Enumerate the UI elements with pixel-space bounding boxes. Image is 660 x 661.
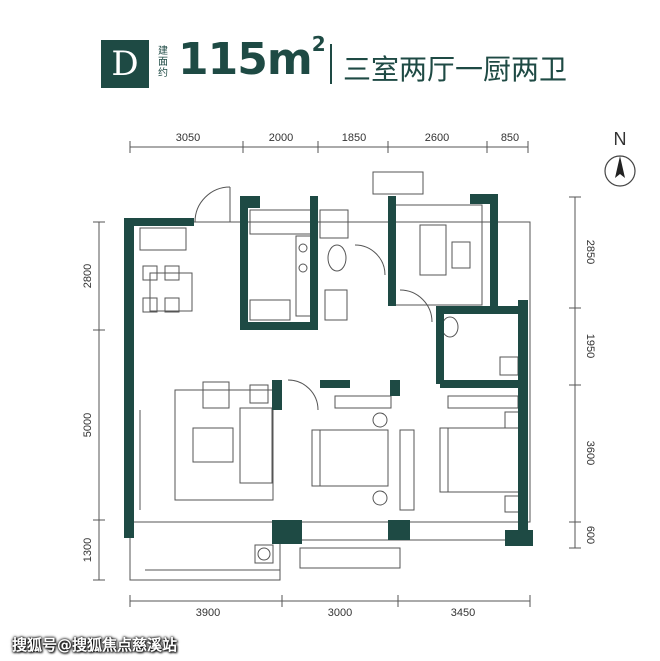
dim-left-3: 1300 [82,538,94,562]
dim-top-3: 1850 [342,132,366,144]
dim-right-4: 600 [584,526,596,544]
dim-top-1: 3050 [176,132,200,144]
dim-right-2: 1950 [584,334,596,358]
dim-left-1: 2800 [82,264,94,288]
dim-right-3: 3600 [584,441,596,465]
watermark: 搜狐号@搜狐焦点慈溪站 [12,636,178,654]
header: D 建面约 115m2 三室两厅一厨两卫 [0,0,660,110]
walls [124,194,533,546]
dim-bottom-2: 3000 [328,607,352,619]
dim-top-4: 2600 [425,132,449,144]
plan-lines [129,171,531,581]
dimension-lines [93,141,581,607]
dim-bottom-1: 3900 [196,607,220,619]
area-superscript: 2 [311,32,326,56]
dim-bottom-3: 3450 [451,607,475,619]
unit-badge: D [101,40,149,88]
area-value: 115m2 [178,32,326,85]
layout-description: 三室两厅一厨两卫 [343,53,568,86]
dim-top-5: 850 [501,132,519,144]
area-note: 建面约 [158,46,168,79]
dimension-labels: 3050 2000 1850 2600 850 3900 3000 3450 2… [82,132,596,619]
dim-right-1: 2850 [584,240,596,264]
compass-icon: N [604,129,636,187]
header-separator [330,44,332,84]
dim-top-2: 2000 [269,132,293,144]
compass-label: N [614,129,627,149]
dim-left-2: 5000 [82,413,94,437]
area-number: 115m [178,34,313,85]
